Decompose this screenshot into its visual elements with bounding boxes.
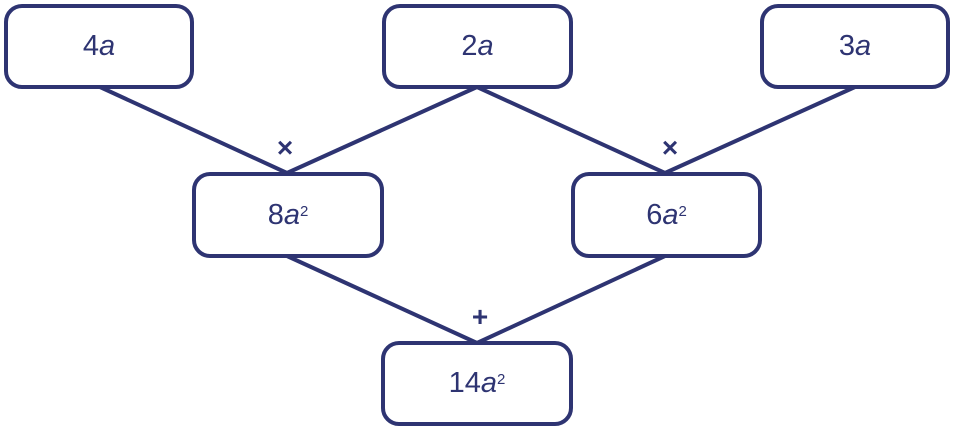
coefficient: 2 — [461, 30, 478, 62]
variable: a — [477, 30, 494, 62]
coefficient: 6 — [646, 198, 663, 231]
variable: a — [855, 30, 872, 62]
coefficient: 14 — [448, 367, 481, 399]
line-4a-to-8a2 — [99, 85, 288, 175]
coefficient: 8 — [267, 198, 284, 231]
line-6a2-to-14a2 — [476, 254, 666, 345]
plus-operator: + — [471, 301, 489, 332]
line-3a-to-6a2 — [664, 85, 856, 175]
line-8a2-to-14a2 — [286, 254, 478, 345]
multiply-operator-left: × — [276, 132, 294, 163]
line-2a-to-6a2 — [476, 85, 666, 175]
line-2a-to-8a2 — [286, 85, 478, 175]
coefficient: 3 — [838, 30, 855, 62]
variable: a — [99, 30, 116, 62]
coefficient: 4 — [82, 30, 99, 62]
variable: a — [283, 198, 300, 231]
exponent: 2 — [678, 202, 687, 220]
exponent: 2 — [497, 371, 506, 388]
exponent: 2 — [299, 202, 309, 220]
multiply-operator-right: × — [661, 132, 679, 163]
variable: a — [662, 198, 679, 231]
variable: a — [480, 367, 498, 399]
